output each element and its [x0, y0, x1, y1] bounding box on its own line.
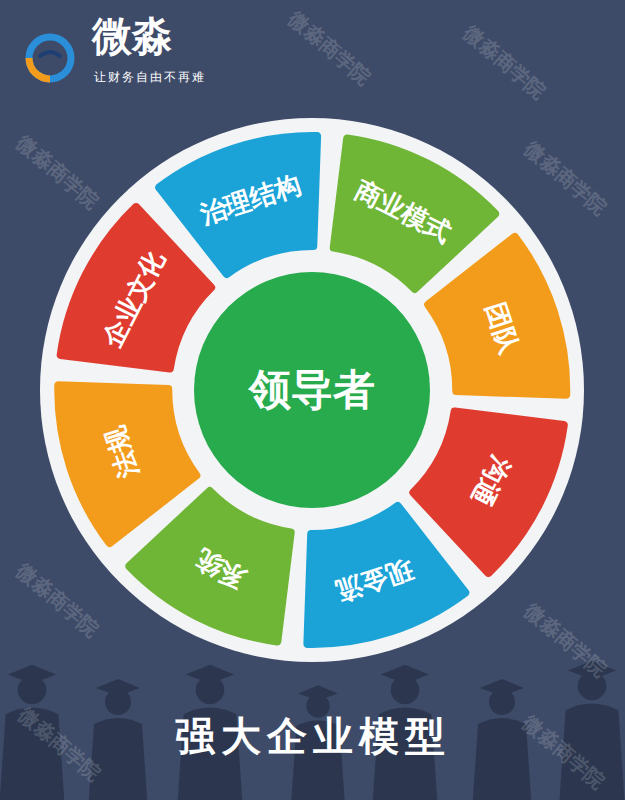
diagram-title: 强大企业模型 — [0, 712, 625, 760]
ring-segment: 团队 — [410, 226, 585, 433]
segment-fill — [43, 195, 234, 407]
watermark: 微淼商学院 — [459, 21, 551, 104]
logo-icon — [29, 37, 71, 79]
graduate-silhouettes — [0, 661, 625, 800]
node-label: 领导者 — [249, 365, 375, 415]
watermark: 微淼商学院 — [520, 599, 612, 682]
watermark: 微淼商学院 — [518, 711, 610, 794]
ring-segment: 法规 — [39, 347, 214, 554]
segment-fill — [40, 348, 213, 552]
watermark: 微淼商学院 — [12, 131, 104, 214]
segment-fill — [270, 489, 474, 662]
segment-fill — [411, 227, 584, 431]
center-circle: 领导者 — [194, 272, 430, 508]
watermark: 微淼商学院 — [520, 137, 612, 220]
wheel-ring — [40, 118, 584, 662]
logo-slogan: 让财务自由不再难 — [94, 70, 206, 84]
watermark: 微淼商学院 — [284, 7, 376, 90]
watermark: 微淼商学院 — [14, 703, 106, 786]
watermark: 微淼商学院 — [12, 559, 104, 642]
circle-fill — [194, 272, 430, 508]
logo-text: 微淼 — [92, 12, 172, 60]
ring-segment: 现金流 — [269, 488, 476, 663]
